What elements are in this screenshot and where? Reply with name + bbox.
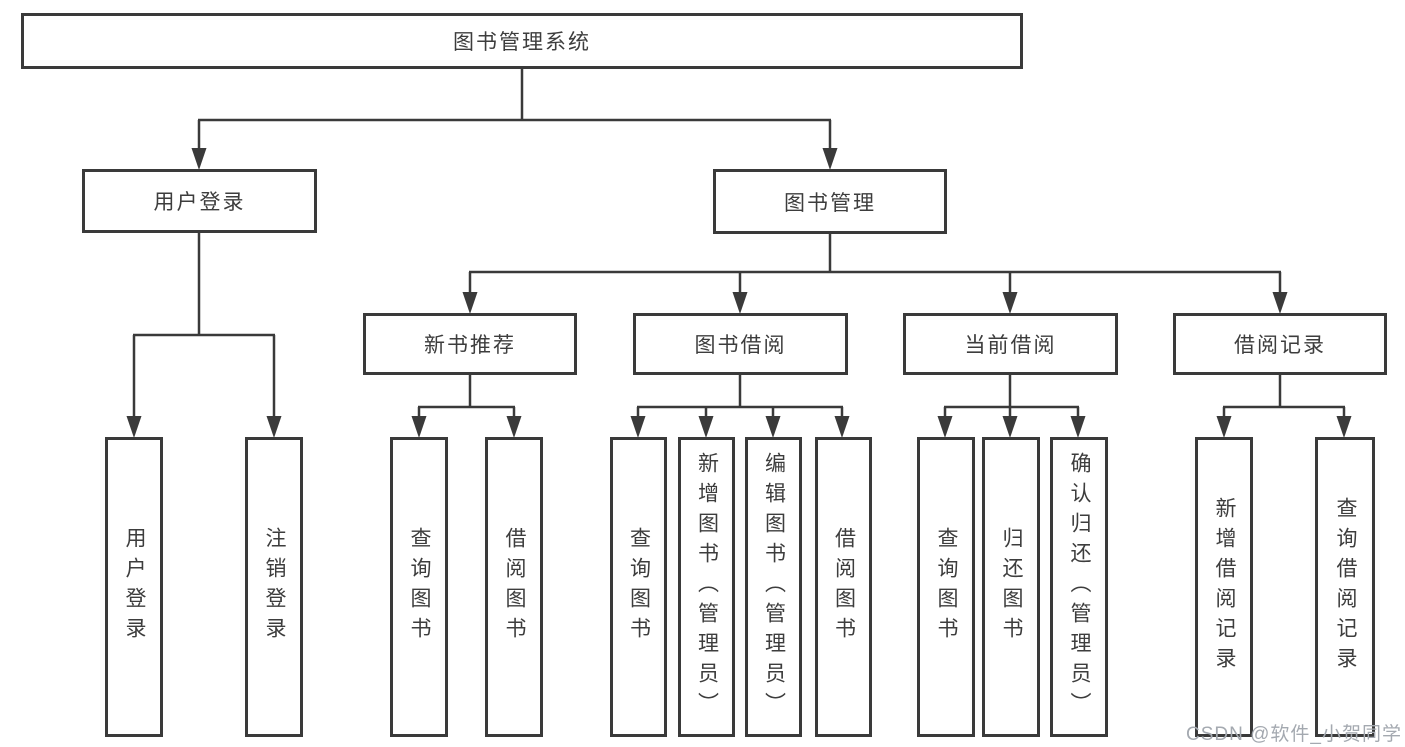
leaf-user-login-label: 用户登录 [123, 527, 146, 647]
node-library-management-system-label: 图书管理系统 [453, 31, 591, 54]
node-current-borrowing-label: 当前借阅 [964, 334, 1057, 357]
leaf-edit-book-admin: 编辑图书（管理员） [745, 437, 802, 737]
leaf-logout-login-label: 注销登录 [263, 527, 286, 647]
leaf-query-books-borrowing: 查询图书 [610, 437, 667, 737]
node-user-login-label: 用户登录 [153, 191, 246, 214]
leaf-add-book-admin-label: 新增图书（管理员） [695, 452, 719, 722]
leaf-borrow-books-recommend: 借阅图书 [485, 437, 543, 737]
leaf-query-borrow-record-label: 查询借阅记录 [1334, 497, 1357, 677]
node-borrowing-records: 借阅记录 [1173, 313, 1387, 375]
leaf-confirm-return-admin-label: 确认归还（管理员） [1068, 452, 1091, 722]
csdn-watermark: CSDN @软件_小贺同学 [1186, 724, 1402, 745]
node-current-borrowing: 当前借阅 [903, 313, 1118, 375]
leaf-add-borrow-record: 新增借阅记录 [1195, 437, 1253, 737]
leaf-query-borrow-record: 查询借阅记录 [1315, 437, 1375, 737]
node-borrowing-records-label: 借阅记录 [1234, 334, 1326, 357]
node-user-login: 用户登录 [82, 169, 317, 233]
node-book-management: 图书管理 [713, 169, 947, 234]
leaf-add-book-admin: 新增图书（管理员） [678, 437, 735, 737]
node-book-borrowing-label: 图书借阅 [694, 334, 787, 357]
leaf-add-borrow-record-label: 新增借阅记录 [1213, 497, 1236, 677]
leaf-edit-book-admin-label: 编辑图书（管理员） [762, 452, 786, 722]
leaf-query-books-recommend: 查询图书 [390, 437, 448, 737]
leaf-borrow-books-borrowing: 借阅图书 [815, 437, 872, 737]
leaf-query-books-current-label: 查询图书 [935, 527, 958, 647]
leaf-confirm-return-admin: 确认归还（管理员） [1050, 437, 1108, 737]
leaf-user-login: 用户登录 [105, 437, 163, 737]
node-new-book-recommendation-label: 新书推荐 [424, 334, 516, 357]
node-library-management-system: 图书管理系统 [21, 13, 1023, 69]
leaf-logout-login: 注销登录 [245, 437, 303, 737]
leaf-query-books-borrowing-label: 查询图书 [627, 527, 651, 647]
leaf-borrow-books-borrowing-label: 借阅图书 [832, 527, 856, 647]
leaf-query-books-recommend-label: 查询图书 [408, 527, 431, 647]
leaf-return-books-label: 归还图书 [1000, 527, 1023, 647]
leaf-borrow-books-recommend-label: 借阅图书 [503, 527, 526, 647]
leaf-query-books-current: 查询图书 [917, 437, 975, 737]
node-book-management-label: 图书管理 [784, 191, 876, 215]
leaf-return-books: 归还图书 [982, 437, 1040, 737]
node-new-book-recommendation: 新书推荐 [363, 313, 577, 375]
node-book-borrowing: 图书借阅 [633, 313, 848, 375]
